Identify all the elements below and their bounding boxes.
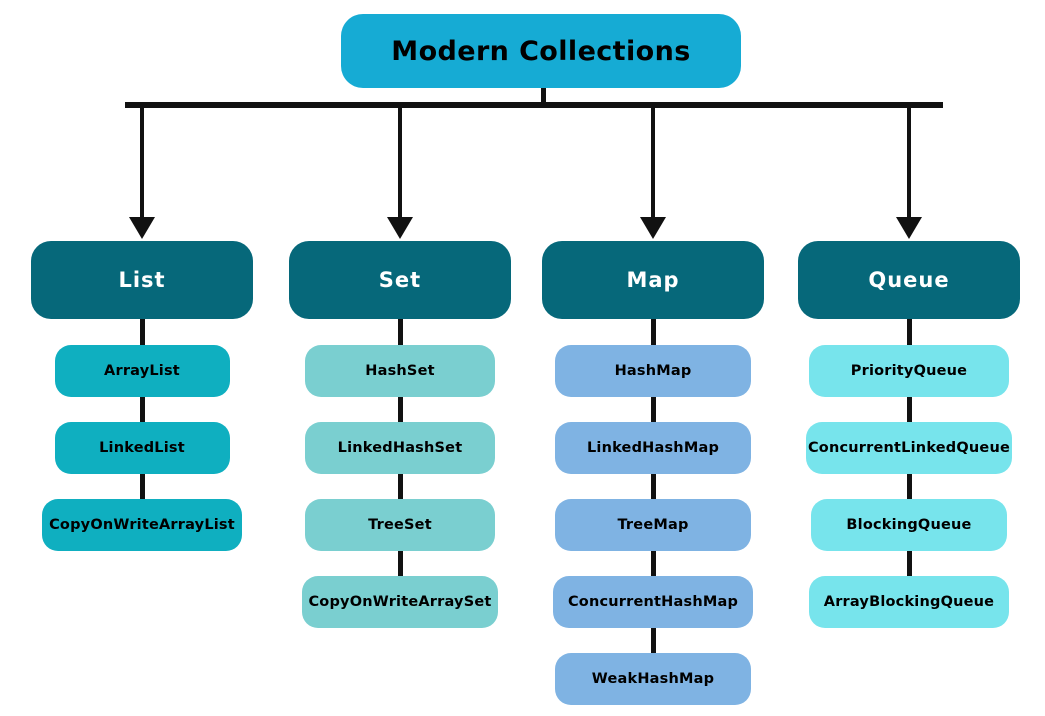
leaf-node-queue-1[interactable]: ConcurrentLinkedQueue	[806, 422, 1012, 474]
leaf-label-list-1: LinkedList	[99, 440, 185, 456]
leaf-label-map-4: WeakHashMap	[591, 671, 715, 687]
leaf-node-list-2[interactable]: CopyOnWriteArrayList	[42, 499, 242, 551]
connector-list-item-0-to-item-1	[140, 397, 145, 422]
connector-set-item-2-to-item-3	[398, 551, 403, 576]
root-node-label: Modern Collections	[391, 35, 691, 67]
leaf-node-list-1[interactable]: LinkedList	[54, 422, 230, 474]
leaf-node-queue-2[interactable]: BlockingQueue	[811, 499, 1007, 551]
leaf-node-map-0[interactable]: HashMap	[555, 345, 751, 397]
leaf-label-list-0: ArrayList	[104, 363, 180, 379]
leaf-label-map-2: TreeMap	[617, 517, 689, 533]
connector-map-item-0-to-item-1	[651, 397, 656, 422]
connector-list-header-to-item-0	[140, 319, 145, 345]
arrow-shaft-list	[140, 108, 144, 221]
connector-set-header-to-item-0	[398, 319, 403, 345]
leaf-node-map-2[interactable]: TreeMap	[555, 499, 751, 551]
connector-set-item-1-to-item-2	[398, 474, 403, 499]
category-label-list: List	[118, 268, 166, 292]
leaf-node-map-4[interactable]: WeakHashMap	[555, 653, 751, 705]
category-node-set[interactable]: Set	[289, 241, 511, 319]
leaf-node-map-1[interactable]: LinkedHashMap	[555, 422, 751, 474]
category-label-map: Map	[626, 268, 680, 292]
leaf-label-set-0: HashSet	[365, 363, 435, 379]
leaf-node-map-3[interactable]: ConcurrentHashMap	[553, 576, 753, 628]
connector-queue-header-to-item-0	[907, 319, 912, 345]
leaf-label-queue-0: PriorityQueue	[850, 363, 968, 379]
category-node-queue[interactable]: Queue	[798, 241, 1020, 319]
leaf-node-set-1[interactable]: LinkedHashSet	[305, 422, 495, 474]
arrow-head-set	[387, 217, 413, 239]
category-node-list[interactable]: List	[31, 241, 253, 319]
arrow-head-map	[640, 217, 666, 239]
connector-list-item-1-to-item-2	[140, 474, 145, 499]
root-stem-connector	[541, 88, 546, 104]
connector-map-item-2-to-item-3	[651, 551, 656, 576]
leaf-label-set-2: TreeSet	[368, 517, 432, 533]
connector-map-item-3-to-item-4	[651, 628, 656, 653]
arrow-shaft-map	[651, 108, 655, 221]
leaf-label-set-1: LinkedHashSet	[337, 440, 463, 456]
connector-set-item-0-to-item-1	[398, 397, 403, 422]
category-label-set: Set	[378, 268, 422, 292]
leaf-label-queue-3: ArrayBlockingQueue	[823, 594, 995, 610]
root-node-modern-collections[interactable]: Modern Collections	[341, 14, 741, 88]
connector-queue-item-0-to-item-1	[907, 397, 912, 422]
leaf-node-list-0[interactable]: ArrayList	[54, 345, 230, 397]
leaf-label-map-1: LinkedHashMap	[586, 440, 720, 456]
leaf-node-queue-3[interactable]: ArrayBlockingQueue	[809, 576, 1009, 628]
connector-map-header-to-item-0	[651, 319, 656, 345]
arrow-shaft-set	[398, 108, 402, 221]
leaf-label-map-0: HashMap	[614, 363, 692, 379]
leaf-node-queue-0[interactable]: PriorityQueue	[809, 345, 1009, 397]
leaf-label-queue-2: BlockingQueue	[846, 517, 972, 533]
horizontal-bus-connector	[125, 102, 943, 108]
connector-queue-item-1-to-item-2	[907, 474, 912, 499]
connector-map-item-1-to-item-2	[651, 474, 656, 499]
leaf-label-set-3: CopyOnWriteArraySet	[308, 594, 492, 610]
arrow-head-queue	[896, 217, 922, 239]
leaf-node-set-0[interactable]: HashSet	[305, 345, 495, 397]
arrow-shaft-queue	[907, 108, 911, 221]
category-label-queue: Queue	[868, 268, 950, 292]
leaf-node-set-3[interactable]: CopyOnWriteArraySet	[302, 576, 498, 628]
leaf-label-queue-1: ConcurrentLinkedQueue	[807, 440, 1011, 456]
arrow-head-list	[129, 217, 155, 239]
leaf-node-set-2[interactable]: TreeSet	[305, 499, 495, 551]
connector-queue-item-2-to-item-3	[907, 551, 912, 576]
leaf-label-map-3: ConcurrentHashMap	[567, 594, 739, 610]
leaf-label-list-2: CopyOnWriteArrayList	[49, 517, 235, 533]
category-node-map[interactable]: Map	[542, 241, 764, 319]
